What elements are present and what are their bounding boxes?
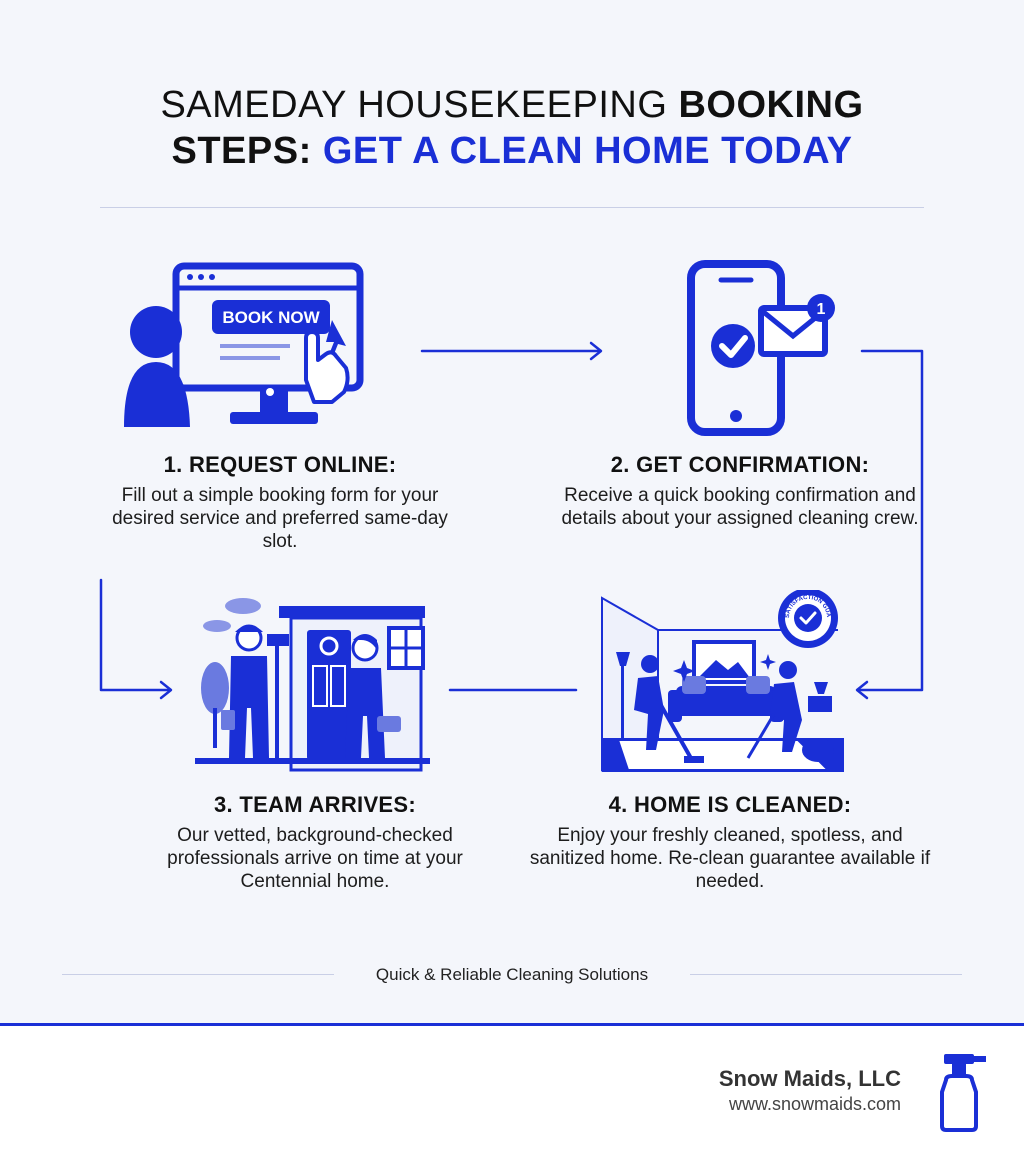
step-1-description: Fill out a simple booking form for your … <box>112 485 448 552</box>
spray-bottle-icon <box>940 1054 986 1132</box>
title-part-4: GET A CLEAN HOME TODAY <box>322 130 853 172</box>
step-3-title: 3. TEAM ARRIVES: <box>213 792 416 817</box>
computer-booking-icon: BOOK NOW <box>124 262 364 427</box>
step-2: 2. GET CONFIRMATION: Receive a quick boo… <box>550 452 930 530</box>
step-2-title: 2. GET CONFIRMATION: <box>610 452 870 477</box>
step-1-title: 1. REQUEST ONLINE: <box>163 452 397 477</box>
company-website: www.snowmaids.com <box>728 1094 901 1114</box>
arrow-step1-to-step2 <box>420 341 603 361</box>
step-2-description: Receive a quick booking confirmation and… <box>561 485 919 529</box>
company-name: Snow Maids, LLC <box>718 1066 901 1091</box>
footer-divider-right <box>690 974 962 975</box>
home-cleaned-icon: SATISFACTION GUARANTEE <box>598 590 844 772</box>
book-now-button-label: BOOK NOW <box>222 308 320 327</box>
header-divider <box>100 207 924 208</box>
phone-confirmation-icon: 1 <box>687 260 835 436</box>
step-4: 4. HOME IS CLEANED: Enjoy your freshly c… <box>520 792 940 893</box>
footer-caption: Quick & Reliable Cleaning Solutions <box>375 965 649 984</box>
arrow-step2-to-step4 <box>855 349 924 700</box>
company-info: Snow Maids, LLC www.snowmaids.com <box>719 1066 901 1115</box>
step-4-description: Enjoy your freshly cleaned, spotless, an… <box>529 825 931 892</box>
team-arrives-icon <box>195 598 430 772</box>
title-part-2: BOOKING <box>678 84 864 126</box>
footer-accent-bar <box>0 1023 1024 1026</box>
step-4-title: 4. HOME IS CLEANED: <box>608 792 852 817</box>
footer-divider-left <box>62 974 334 975</box>
title-part-3: STEPS: <box>171 130 323 172</box>
step-1: 1. REQUEST ONLINE: Fill out a simple boo… <box>100 452 460 553</box>
page-title: SAMEDAY HOUSEKEEPING BOOKING STEPS: GET … <box>0 82 1024 174</box>
step-3-description: Our vetted, background-checked professio… <box>167 825 463 892</box>
notification-count-badge: 1 <box>817 301 826 318</box>
arrow-step3-to-step1 <box>99 578 173 700</box>
footer-band <box>0 1026 1024 1154</box>
step-3: 3. TEAM ARRIVES: Our vetted, background-… <box>130 792 500 893</box>
title-part-1: SAMEDAY HOUSEKEEPING <box>160 84 679 126</box>
